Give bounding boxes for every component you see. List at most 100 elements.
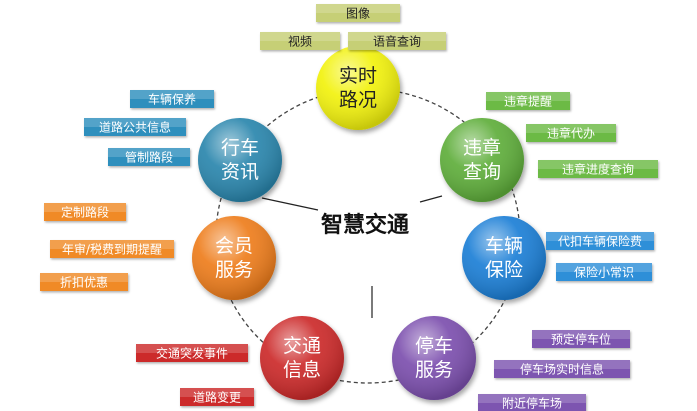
tag-box — [84, 118, 186, 136]
tag-highlight — [538, 160, 658, 169]
hub-label-line: 服务 — [415, 359, 453, 381]
hub-label-line: 行车 — [221, 137, 259, 159]
hub-label-line: 停车 — [415, 335, 453, 357]
tag-box — [130, 90, 214, 108]
tag-traffic-info-0[interactable]: 交通突发事件 — [136, 344, 248, 362]
tag-highlight — [526, 124, 616, 133]
tag-label: 道路公共信息 — [99, 120, 171, 135]
tag-label: 违章进度查询 — [562, 162, 634, 177]
hub-label-line: 资讯 — [221, 161, 259, 183]
hub-gloss — [198, 118, 282, 202]
tag-insurance-0[interactable]: 代扣车辆保险费 — [546, 232, 654, 250]
hub-gloss — [260, 316, 344, 400]
tag-traffic-info-1[interactable]: 道路变更 — [180, 388, 254, 406]
tag-label: 定制路段 — [61, 205, 109, 220]
hub-label-line: 路况 — [339, 89, 377, 111]
tag-label: 交通突发事件 — [156, 346, 228, 361]
tag-label: 代扣车辆保险费 — [558, 234, 642, 249]
tag-insurance-1[interactable]: 保险小常识 — [556, 263, 652, 281]
tag-box — [50, 240, 174, 258]
tag-box — [108, 148, 190, 166]
tag-label: 保险小常识 — [574, 265, 634, 280]
tag-highlight — [180, 388, 254, 397]
tag-box — [136, 344, 248, 362]
tag-label: 年审/税费到期提醒 — [62, 242, 162, 257]
hub-label-line: 服务 — [215, 259, 253, 281]
tag-highlight — [532, 330, 630, 339]
tag-box — [260, 32, 340, 50]
tag-label: 附近停车场 — [502, 396, 562, 411]
hub-gloss — [316, 46, 400, 130]
tag-highlight — [40, 273, 128, 282]
tag-highlight — [50, 240, 174, 249]
tag-label: 违章代办 — [547, 126, 595, 141]
tag-violation-1[interactable]: 违章代办 — [526, 124, 616, 142]
tag-parking-0[interactable]: 预定停车位 — [532, 330, 630, 348]
hub-gloss — [462, 216, 546, 300]
tag-label: 预定停车位 — [551, 332, 611, 347]
tag-driving-1[interactable]: 道路公共信息 — [84, 118, 186, 136]
tag-box — [486, 92, 570, 110]
hub-label-line: 查询 — [463, 161, 501, 183]
tag-label: 折扣优惠 — [60, 275, 108, 290]
tag-highlight — [486, 92, 570, 101]
tag-realtime-1[interactable]: 视频 — [260, 32, 340, 50]
hub-label-line: 实时 — [339, 65, 377, 87]
hub-label-line: 车辆 — [485, 235, 523, 257]
tag-highlight — [556, 263, 652, 272]
tag-driving-2[interactable]: 管制路段 — [108, 148, 190, 166]
hub-gloss — [392, 316, 476, 400]
tag-label: 违章提醒 — [504, 94, 552, 109]
tag-box — [348, 32, 446, 50]
tag-label: 管制路段 — [125, 150, 173, 165]
tag-highlight — [546, 232, 654, 241]
tag-box — [538, 160, 658, 178]
tag-highlight — [316, 4, 400, 13]
tag-driving-0[interactable]: 车辆保养 — [130, 90, 214, 108]
hub-gloss — [192, 216, 276, 300]
tag-violation-2[interactable]: 违章进度查询 — [538, 160, 658, 178]
tag-highlight — [84, 118, 186, 127]
tag-violation-0[interactable]: 违章提醒 — [486, 92, 570, 110]
tag-highlight — [136, 344, 248, 353]
tag-box — [316, 4, 400, 22]
tag-parking-2[interactable]: 附近停车场 — [478, 394, 586, 411]
hub-label-line: 会员 — [215, 235, 253, 257]
tag-member-2[interactable]: 折扣优惠 — [40, 273, 128, 291]
tag-label: 图像 — [346, 7, 370, 21]
tag-highlight — [478, 394, 586, 403]
center-title: 智慧交通 — [321, 212, 409, 238]
hub-insurance: 车辆保险 — [462, 216, 546, 300]
tag-box — [40, 273, 128, 291]
tag-realtime-2[interactable]: 语音查询 — [348, 32, 446, 50]
tag-box — [546, 232, 654, 250]
tag-highlight — [260, 32, 340, 41]
tag-label: 语音查询 — [373, 34, 421, 49]
tag-realtime-0[interactable]: 图像 — [316, 4, 400, 22]
tag-box — [180, 388, 254, 406]
tag-label: 停车场实时信息 — [520, 362, 604, 377]
tag-label: 车辆保养 — [148, 92, 196, 107]
tag-box — [556, 263, 652, 281]
tag-box — [478, 394, 586, 411]
tag-label: 道路变更 — [193, 390, 241, 405]
spoke-line — [419, 195, 443, 203]
tag-box — [526, 124, 616, 142]
tag-member-1[interactable]: 年审/税费到期提醒 — [50, 240, 174, 258]
tag-box — [532, 330, 630, 348]
hub-label-line: 信息 — [283, 359, 321, 381]
tag-highlight — [44, 203, 126, 212]
tag-box — [44, 203, 126, 221]
tag-member-0[interactable]: 定制路段 — [44, 203, 126, 221]
tag-highlight — [494, 360, 630, 369]
spoke-line — [261, 197, 319, 211]
hub-label-line: 保险 — [485, 259, 523, 281]
tag-parking-1[interactable]: 停车场实时信息 — [494, 360, 630, 378]
